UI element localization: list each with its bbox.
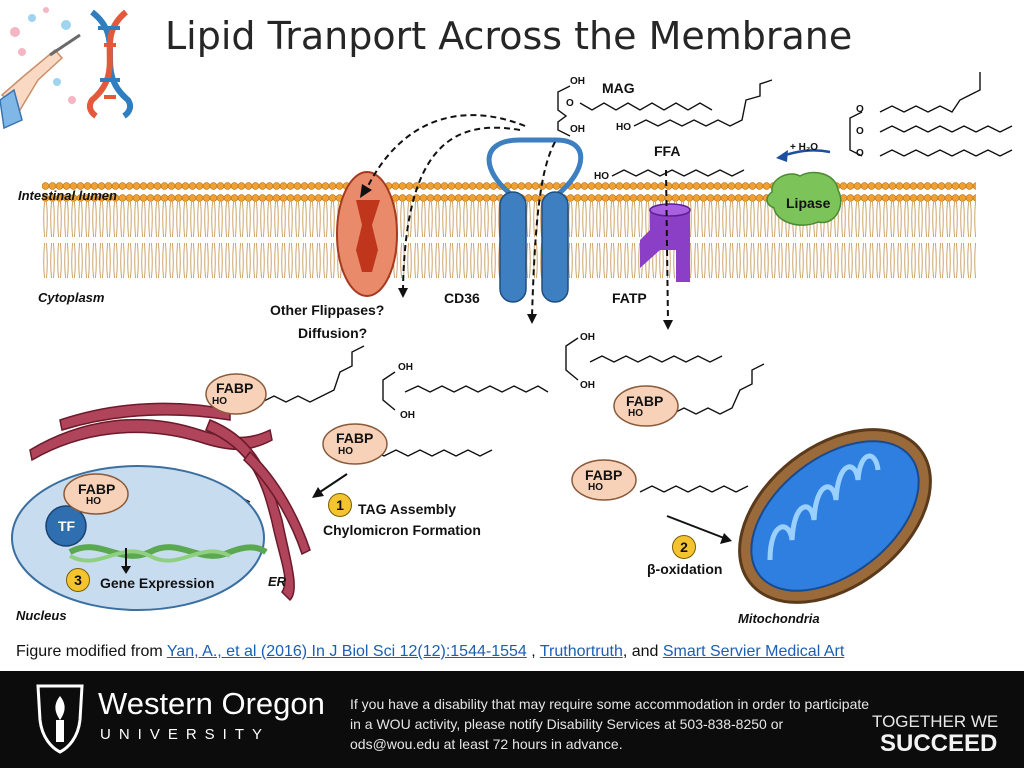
ffa-label: FFA [654, 143, 681, 159]
lipase-shape [766, 171, 842, 226]
fatp-label: FATP [612, 290, 647, 306]
footer-bar [0, 671, 1024, 768]
chem-ho: HO [594, 171, 609, 182]
fabp-label: FABP [585, 467, 623, 483]
tf-label: TF [58, 518, 76, 534]
chem-oh: OH [580, 332, 595, 343]
fabp-label: FABP [336, 430, 374, 446]
chem-oh: OH [400, 410, 415, 421]
step-2-badge: 2 [672, 535, 696, 559]
chem-ho: HO [616, 122, 631, 133]
mag-label: MAG [602, 80, 635, 96]
page-title: Lipid Tranport Across the Membrane [165, 14, 853, 58]
nucleus-label: Nucleus [16, 608, 67, 623]
lipase-label: Lipase [786, 195, 831, 211]
slogan-line-1: TOGETHER WE [872, 712, 999, 731]
chem-ho: HO [86, 496, 101, 507]
slogan-line-2: SUCCEED [880, 730, 998, 757]
mitochondrion-shape [738, 428, 932, 604]
fabp-label: FABP [78, 481, 116, 497]
fabp-label: FABP [216, 380, 254, 396]
figure-caption: Figure modified from Yan, A., et al (201… [16, 643, 844, 661]
chem-o: O [856, 148, 864, 159]
cd36-shape [486, 137, 584, 303]
caption-link-truthortruth[interactable]: Truthortruth [539, 643, 623, 660]
membrane-diagram [11, 72, 1013, 611]
caption-sep: , [526, 643, 540, 660]
lumen-label: Intestinal lumen [18, 188, 117, 203]
er-label: ER [268, 574, 287, 589]
chem-ho: HO [628, 408, 643, 419]
cd36-label: CD36 [444, 290, 480, 306]
flippase-label: Other Flippases? [270, 302, 385, 318]
chem-o: O [856, 104, 864, 115]
step-1-badge: 1 [328, 493, 352, 517]
caption-link-servier[interactable]: Smart Servier Medical Art [662, 643, 845, 660]
chem-ho: HO [212, 396, 227, 407]
step-3-badge: 3 [66, 568, 90, 592]
chem-oh: OH [580, 380, 595, 391]
caption-prefix: Figure modified from [16, 643, 167, 660]
fatp-shape [640, 203, 691, 282]
university-name: Western Oregon [98, 686, 325, 721]
caption-sep: , and [622, 643, 663, 660]
disability-notice: If you have a disability that may requir… [350, 696, 870, 752]
chem-o: O [566, 98, 574, 109]
diffusion-label: Diffusion? [298, 325, 368, 341]
university-subname: UNIVERSITY [100, 726, 271, 743]
cytoplasm-label: Cytoplasm [38, 290, 105, 305]
chem-oh: OH [570, 76, 585, 87]
chem-oh: OH [570, 124, 585, 135]
mitochondria-label: Mitochondria [738, 611, 820, 626]
step-1-sublabel: Chylomicron Formation [323, 522, 481, 538]
fabp-label: FABP [626, 393, 664, 409]
chem-ho: HO [338, 446, 353, 457]
water-label: + H₂O [790, 142, 819, 153]
flippase-shape [336, 171, 398, 297]
chem-o: O [856, 126, 864, 137]
tf-shape [45, 505, 87, 547]
step-2-label: β-oxidation [647, 561, 723, 577]
chem-oh: OH [398, 362, 413, 373]
dna-logo [0, 7, 134, 130]
chem-ho: HO [588, 482, 603, 493]
step-1-label: TAG Assembly [358, 501, 457, 517]
caption-link-yan[interactable]: Yan, A., et al (2016) In J Biol Sci 12(1… [166, 643, 527, 660]
torch-icon [36, 684, 84, 754]
step-3-label: Gene Expression [100, 575, 215, 591]
